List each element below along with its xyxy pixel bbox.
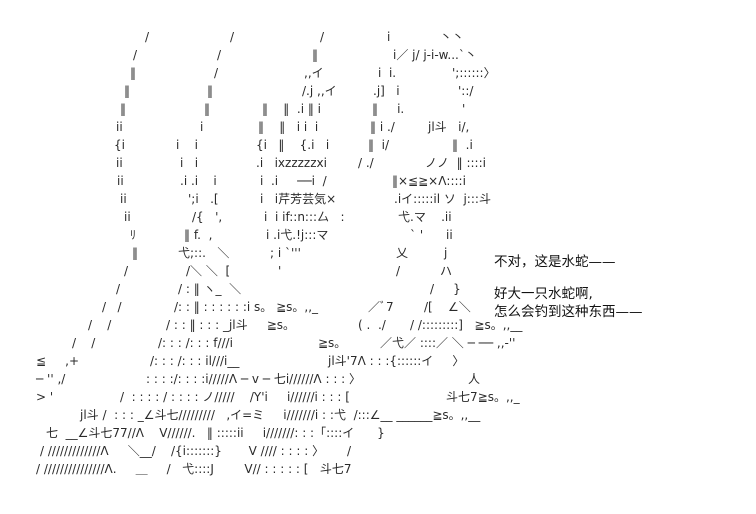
art-fragment: 乂 — [396, 246, 409, 260]
art-fragment: ハ — [440, 264, 453, 278]
art-fragment: ‖ i. — [372, 102, 405, 116]
art-fragment: '::/ — [458, 84, 474, 98]
art-fragment: 人 — [468, 372, 481, 386]
art-fragment: ‖ f. , — [184, 228, 213, 242]
art-fragment: jl斗 / : : : _∠斗七///////// ,イ=ミ i///////i… — [80, 408, 481, 422]
art-fragment: ; i `''' — [270, 246, 301, 260]
art-fragment: ‖×≦≧×Λ::::i — [392, 174, 466, 188]
art-fragment: ‖ ‖ i i i — [258, 120, 319, 134]
art-fragment: /: : ‖ : : : : : :i s。 ≧s。,,_ — [174, 300, 319, 314]
art-fragment: 斗七7≧s。,,_ — [446, 390, 520, 404]
art-fragment: .i .i i — [180, 174, 217, 188]
art-fragment: / — [396, 264, 401, 278]
art-fragment: / — [214, 66, 219, 80]
art-fragment: 弋;::. ＼ — [178, 246, 230, 260]
art-fragment: ( . ./ — [358, 318, 386, 332]
art-fragment: ' — [278, 264, 282, 278]
art-fragment: ii — [117, 174, 124, 188]
art-fragment: / — [133, 48, 138, 62]
art-fragment: / — [124, 264, 129, 278]
art-fragment: ‖ — [207, 84, 213, 98]
art-fragment: ／ﾞ7 — [368, 300, 394, 314]
art-fragment: /{ ', — [192, 210, 223, 224]
art-fragment: /: : : /: : : il///i__ — [150, 354, 240, 368]
art-fragment: ‖ i ./ — [370, 120, 395, 134]
art-fragment: ‖ — [312, 48, 318, 62]
art-fragment: .j] i — [373, 84, 400, 98]
art-fragment: ‖ — [132, 246, 138, 260]
art-fragment: jl斗'7Λ : : :{::::::イ 〉 — [328, 354, 465, 368]
art-fragment: /＼ ＼ [ — [186, 264, 231, 278]
art-fragment: i i if::n:::厶 : — [264, 210, 345, 224]
art-fragment: / /////////////Λ ＼__/ /{i:::::::} V ////… — [40, 444, 352, 458]
art-fragment: .i ixzzzzzxi — [256, 156, 327, 170]
art-fragment: ‖ — [124, 84, 130, 98]
art-fragment: ≦ ,+ — [36, 354, 79, 368]
art-fragment: / / — [72, 336, 96, 350]
art-fragment: / — [217, 48, 222, 62]
art-fragment: / : : : : / : : : : ノ///// /Y'i i//////i… — [120, 390, 350, 404]
art-fragment: ‖ — [130, 66, 136, 80]
art-fragment: / ./ — [358, 156, 374, 170]
art-fragment: ,,イ — [304, 66, 324, 80]
art-fragment: /[ ∠＼ — [424, 300, 471, 314]
art-fragment: i／ j/ j-i-w...`丶 — [393, 48, 477, 62]
art-fragment: / — [145, 30, 150, 44]
art-fragment: : : : :/: : : :i/////Λ ─ v ─ 七i//////Λ :… — [146, 372, 362, 386]
art-fragment: ' — [462, 102, 466, 116]
art-fragment: / /:::::::::] ≧s。,,__ — [410, 318, 523, 332]
art-fragment: ﾘ — [130, 228, 137, 242]
art-fragment: {i ‖ {.i i — [256, 138, 330, 152]
art-fragment: ';i .[ — [188, 192, 219, 206]
art-fragment: ‖ i/ — [368, 138, 390, 152]
art-fragment: / / — [102, 300, 122, 314]
art-fragment: ‖ — [120, 102, 126, 116]
art-fragment: i .i ──i / — [260, 174, 327, 188]
art-fragment: / } — [430, 282, 461, 296]
art-fragment: i .i弋.!j:::マ — [266, 228, 329, 242]
art-fragment: ` ' — [410, 228, 424, 242]
art-fragment: i — [387, 30, 391, 44]
art-fragment: ii — [116, 156, 123, 170]
art-fragment: ii — [124, 210, 131, 224]
art-fragment: 七 __∠斗七77//Λ V//////. ‖ :::::ii i///////… — [46, 426, 385, 440]
art-fragment: i i. — [378, 66, 397, 80]
art-fragment: i — [200, 120, 204, 134]
art-fragment: ─ '' ,/ — [36, 372, 66, 386]
art-fragment: /.j ,,イ — [302, 84, 337, 98]
art-fragment: / — [230, 30, 235, 44]
dialogue-line-2: 好大一只水蛇啊, — [494, 286, 593, 302]
art-fragment: ／弋／ ::::／ ＼ ─ ── ,,-'' — [380, 336, 516, 350]
art-fragment: / / — [88, 318, 112, 332]
art-fragment: ii — [120, 192, 127, 206]
art-fragment: j — [444, 246, 448, 260]
dialogue-line-3: 怎么会钓到这种东西—— — [494, 304, 643, 320]
art-fragment: ii — [116, 120, 123, 134]
art-fragment: ‖ ‖ .i ‖ i — [262, 102, 321, 116]
art-fragment: jl斗 i/, — [428, 120, 470, 134]
art-fragment: ノノ ‖ ::::i — [425, 156, 486, 170]
art-fragment: ii — [446, 228, 453, 242]
art-fragment: / : : ‖ : : : _jl斗 ≧s。 — [166, 318, 296, 332]
art-fragment: 丶丶 — [440, 30, 465, 44]
art-fragment: i i芹芳芸気× — [260, 192, 337, 206]
art-fragment: ‖ — [204, 102, 210, 116]
art-fragment: / — [320, 30, 325, 44]
art-fragment: {i — [114, 138, 125, 152]
art-fragment: /: : : /: : : f///i — [158, 336, 233, 350]
art-fragment: i i — [176, 138, 198, 152]
art-fragment: ';::::::〉 — [452, 66, 496, 80]
art-fragment: .iイ:::::il ソ j:::斗 — [394, 192, 491, 206]
art-fragment: / ///////////////Λ. ＿ / 弋::::J V// : : :… — [36, 462, 352, 476]
art-fragment: 弋.マ .ii — [398, 210, 452, 224]
art-fragment: i i — [180, 156, 199, 170]
art-fragment: > ' — [36, 390, 54, 404]
art-fragment: ‖ .i — [452, 138, 473, 152]
art-fragment: / : ‖ ヽ_ ＼ — [178, 282, 242, 296]
dialogue-line-1: 不对，这是水蛇—— — [494, 254, 616, 270]
art-fragment: / — [116, 282, 121, 296]
art-fragment: ≧s。 — [318, 336, 347, 350]
